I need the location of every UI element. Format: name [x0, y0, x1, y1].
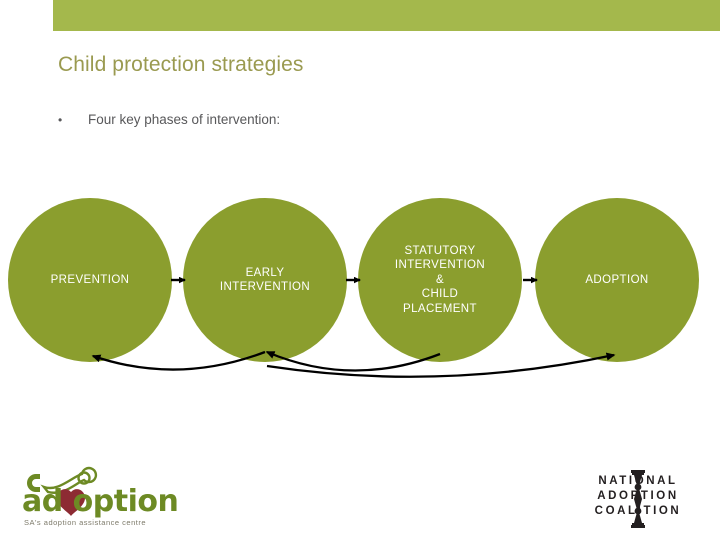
- phase-circle-adoption[interactable]: ADOPTION: [535, 198, 699, 362]
- bullet-text: Four key phases of intervention:: [88, 112, 281, 127]
- phase-circle-early-intervention[interactable]: EARLY INTERVENTION: [183, 198, 347, 362]
- adoption-logo-tagline: SA's adoption assistance centre: [24, 518, 146, 527]
- adoption-logo-wordmark: ad option: [22, 484, 179, 519]
- adoption-logo: ad option SA's adoption assistance centr…: [14, 462, 194, 536]
- coalition-logo-line: COALITION: [594, 505, 682, 517]
- phase-label: EARLY INTERVENTION: [219, 266, 311, 294]
- bullet-list: • Four key phases of intervention:: [58, 112, 280, 132]
- coalition-figure-icon: [631, 470, 645, 528]
- national-adoption-coalition-logo: NATIONAL ADOPTION COALITION: [568, 468, 708, 530]
- coalition-logo-text: NATIONAL ADOPTION COALITION: [568, 474, 708, 519]
- phases-diagram: PREVENTION EARLY INTERVENTION STATUTORY …: [0, 180, 720, 400]
- header-band: [53, 0, 720, 31]
- adoption-logo-mark: [26, 466, 98, 516]
- coalition-logo-line: ADOPTION: [597, 490, 679, 502]
- phase-circle-statutory-intervention[interactable]: STATUTORY INTERVENTION & CHILD PLACEMENT: [358, 198, 522, 362]
- phase-label: PREVENTION: [50, 273, 130, 286]
- phase-label: ADOPTION: [585, 273, 649, 286]
- coalition-logo-line: NATIONAL: [598, 475, 678, 487]
- phase-circle-prevention[interactable]: PREVENTION: [8, 198, 172, 362]
- phase-label: STATUTORY INTERVENTION & CHILD PLACEMENT: [394, 244, 486, 315]
- page-title: Child protection strategies: [58, 53, 304, 76]
- bullet-marker-icon: •: [58, 113, 63, 127]
